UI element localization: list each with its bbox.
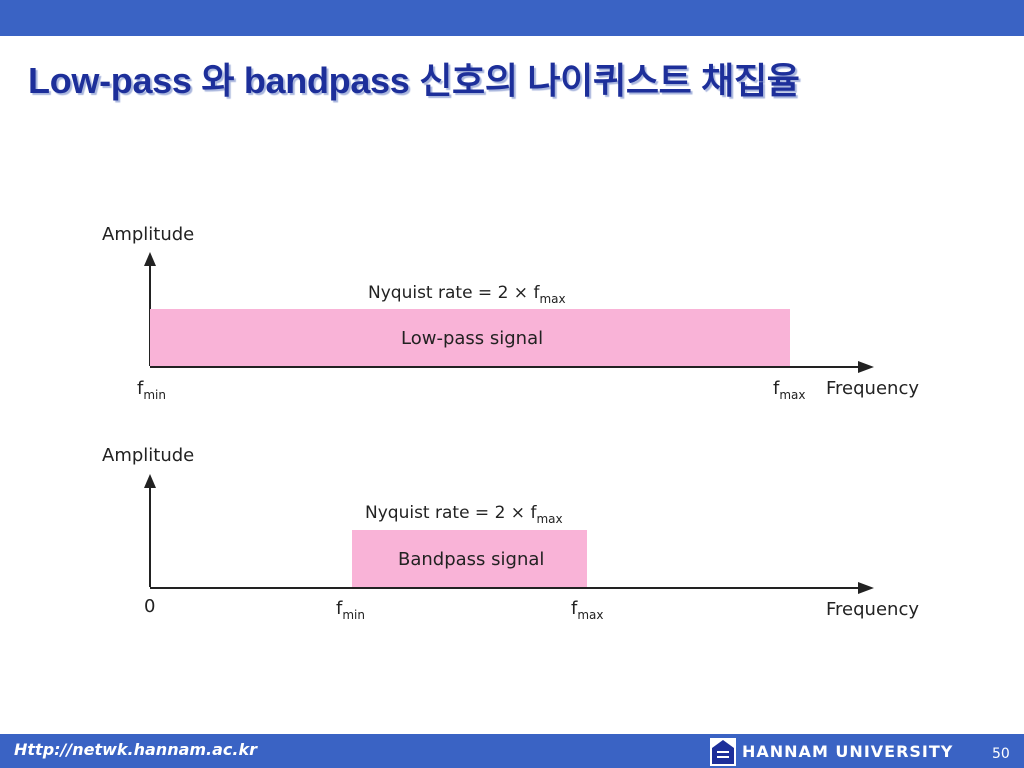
page-number: 50 [992, 746, 1010, 762]
lowpass-amplitude-label: Amplitude [102, 224, 194, 245]
bandpass-frequency-label: Frequency [826, 599, 919, 620]
top-header-bar [0, 0, 1024, 36]
footer-url: Http://netwk.hannam.ac.kr [14, 740, 258, 759]
lowpass-y-arrow-icon [144, 252, 156, 266]
lowpass-diagram: Amplitude Nyquist rate = 2 × fmax Low-pa… [102, 224, 919, 402]
lowpass-x-arrow-icon [858, 361, 874, 373]
bandpass-y-arrow-icon [144, 474, 156, 488]
lowpass-nyquist-rate: Nyquist rate = 2 × fmax [368, 283, 566, 306]
bandpass-x-arrow-icon [858, 582, 874, 594]
bandpass-signal-label: Bandpass signal [398, 549, 544, 570]
bandpass-origin-label: 0 [144, 596, 155, 617]
lowpass-fmin-label: fmin [137, 378, 166, 402]
bandpass-fmin-label: fmin [336, 598, 365, 622]
bandpass-fmax-label: fmax [571, 598, 604, 622]
lowpass-fmax-label: fmax [773, 378, 806, 402]
lowpass-signal-label: Low-pass signal [401, 328, 543, 349]
bandpass-diagram: Amplitude Nyquist rate = 2 × fmax Bandpa… [102, 445, 919, 622]
lowpass-frequency-label: Frequency [826, 378, 919, 399]
footer-bar [0, 734, 1024, 768]
bandpass-nyquist-rate: Nyquist rate = 2 × fmax [365, 503, 563, 526]
bandpass-amplitude-label: Amplitude [102, 445, 194, 466]
bandpass-signal-band [352, 530, 587, 588]
slide-title: Low-pass 와 bandpass 신호의 나이퀴스트 채집율 [28, 60, 800, 101]
nyquist-diagram: Amplitude Nyquist rate = 2 × fmax Low-pa… [102, 224, 919, 622]
lowpass-signal-band [150, 309, 790, 367]
university-logo-icon [710, 738, 736, 766]
footer-university-name: HANNAM UNIVERSITY [742, 742, 954, 761]
